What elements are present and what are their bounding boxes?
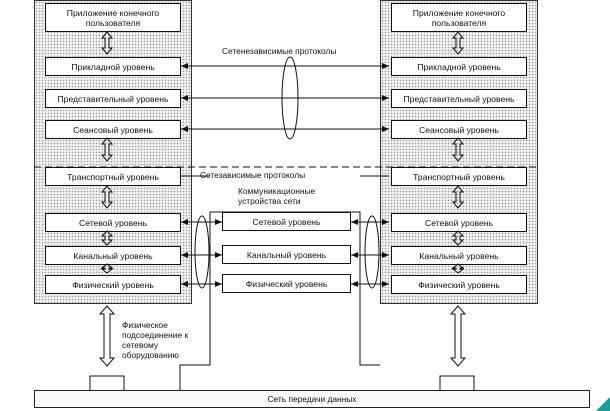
left-layer-session: Сеансовый уровень xyxy=(45,120,181,139)
physical-connection-label: Физическое подсоединение к сетевому обор… xyxy=(122,320,189,360)
right-layer-application: Прикладной уровень xyxy=(391,57,527,76)
left-layer-application: Прикладной уровень xyxy=(45,57,181,76)
left-vertical-arrows xyxy=(100,31,114,274)
dependent-protocols-ellipse-right xyxy=(364,215,380,289)
middle-layer-network: Сетевой уровень xyxy=(222,212,351,231)
left-host-stack: Приложение конечного пользователя Прикла… xyxy=(34,0,192,304)
right-layer-physical: Физический уровень xyxy=(391,275,527,294)
left-layer-datalink: Канальный уровень xyxy=(45,246,181,265)
right-app-box: Приложение конечного пользователя xyxy=(391,3,527,32)
left-physical-connection-arrow xyxy=(98,305,116,367)
middle-device-outline xyxy=(179,211,380,390)
left-layer-physical: Физический уровень xyxy=(45,275,181,294)
right-physical-connection-arrow xyxy=(449,305,467,367)
middle-layer-physical: Физический уровень xyxy=(222,274,351,293)
dependent-protocols-label: Сетезависимые протоколы xyxy=(200,170,306,180)
corner-accent xyxy=(596,397,610,411)
independent-protocols-label: Сетенезависимые протоколы xyxy=(222,46,337,56)
left-app-box: Приложение конечного пользователя xyxy=(45,3,181,32)
independent-protocols-ellipse xyxy=(281,56,299,140)
middle-layer-datalink: Канальный уровень xyxy=(222,245,351,264)
right-network-tab xyxy=(439,375,475,390)
middle-device-title: Коммуникационные устройства сети xyxy=(238,186,316,206)
right-vertical-arrows xyxy=(451,31,465,274)
right-host-stack: Приложение конечного пользователя Прикла… xyxy=(380,0,538,304)
right-app-label: Приложение конечного пользователя xyxy=(412,7,506,28)
right-layer-presentation: Представительный уровень xyxy=(391,89,527,108)
data-network: Сеть передачи данных xyxy=(34,390,590,408)
network-label: Сеть передачи данных xyxy=(267,394,357,404)
left-network-tab xyxy=(89,375,125,390)
left-app-label: Приложение конечного пользователя xyxy=(66,7,160,28)
dependent-protocols-ellipse-left xyxy=(194,215,210,289)
left-layer-presentation: Представительный уровень xyxy=(45,89,181,108)
left-layer-network: Сетевой уровень xyxy=(45,213,181,232)
